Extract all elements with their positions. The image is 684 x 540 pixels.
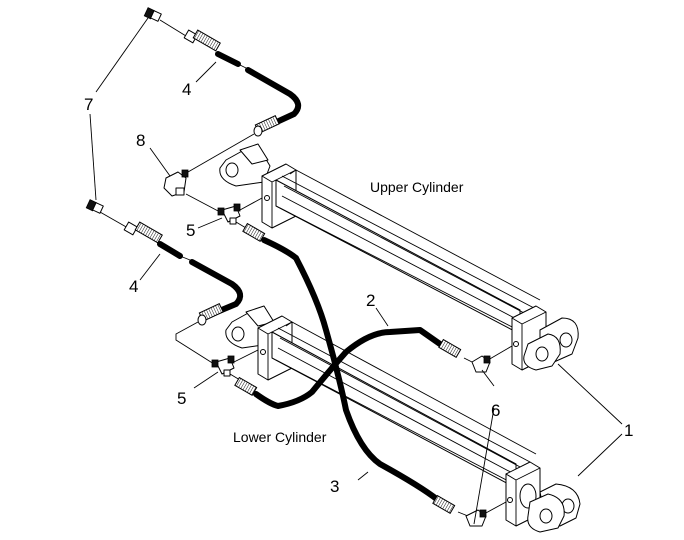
- callout-1: 1: [624, 421, 633, 440]
- callout-5-upper: 5: [186, 221, 195, 240]
- upper-cylinder: [219, 143, 579, 371]
- hose-3: [242, 222, 456, 515]
- hose-4-upper: [159, 19, 302, 137]
- lower-cylinder-caption: Lower Cylinder: [233, 429, 327, 445]
- callout-3: 3: [330, 477, 339, 496]
- elbow-fitting-8: [163, 133, 255, 197]
- callout-7: 7: [84, 95, 93, 114]
- hose-2: [234, 327, 462, 409]
- callout-4-lower: 4: [129, 277, 138, 296]
- callout-8: 8: [136, 131, 145, 150]
- elbow-fitting-6-upper: [463, 345, 513, 373]
- hose-4-lower: [99, 211, 244, 326]
- upper-cylinder-caption: Upper Cylinder: [370, 179, 464, 195]
- callout-5-lower: 5: [177, 389, 186, 408]
- callout-2: 2: [366, 291, 375, 310]
- tee-fitting-lower: [175, 321, 259, 381]
- adapter-fitting-lower: [85, 199, 104, 214]
- callout-6: 6: [491, 401, 500, 420]
- callout-leaders: [89, 17, 623, 525]
- elbow-fitting-6-lower: [457, 501, 507, 527]
- adapter-fitting-upper: [143, 7, 162, 22]
- callout-4-upper: 4: [182, 80, 191, 99]
- tee-fitting-upper: [185, 193, 263, 229]
